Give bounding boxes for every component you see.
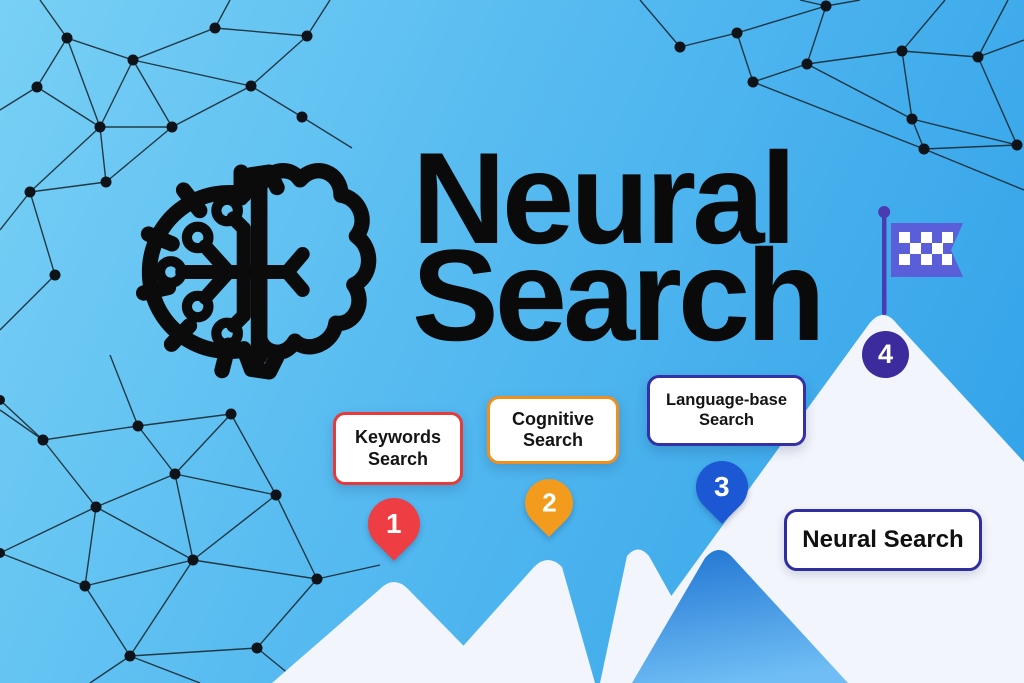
bubble-3-label: Language-base	[665, 391, 788, 410]
mountain-2	[430, 560, 595, 683]
marker-4-number: 4	[877, 339, 894, 369]
mountain-blue	[632, 550, 848, 683]
milestone-bubble-3: Language-base Search	[647, 375, 806, 459]
summit-label: Neural Search	[802, 526, 964, 553]
milestone-bubble-2: Cognitive Search	[487, 396, 619, 477]
summit-label-box: Neural Search	[784, 509, 982, 571]
mountain-1	[272, 582, 500, 683]
pin-1-number: 1	[386, 508, 402, 540]
pin-3-number: 3	[714, 471, 730, 503]
brain-gear-icon	[126, 144, 382, 400]
title-line-1: Neural	[412, 125, 797, 271]
bubble-1-label: Keywords	[354, 427, 442, 448]
bubble-2-label: Cognitive	[511, 408, 594, 429]
pin-2-number: 2	[541, 487, 557, 518]
page-title: Neural Search	[412, 133, 826, 360]
summit-marker-4: 4	[862, 331, 909, 378]
milestone-bubble-1: Keywords Search	[333, 412, 463, 498]
checkered-flag-icon	[878, 206, 963, 315]
title-line-2: Search	[412, 222, 826, 368]
